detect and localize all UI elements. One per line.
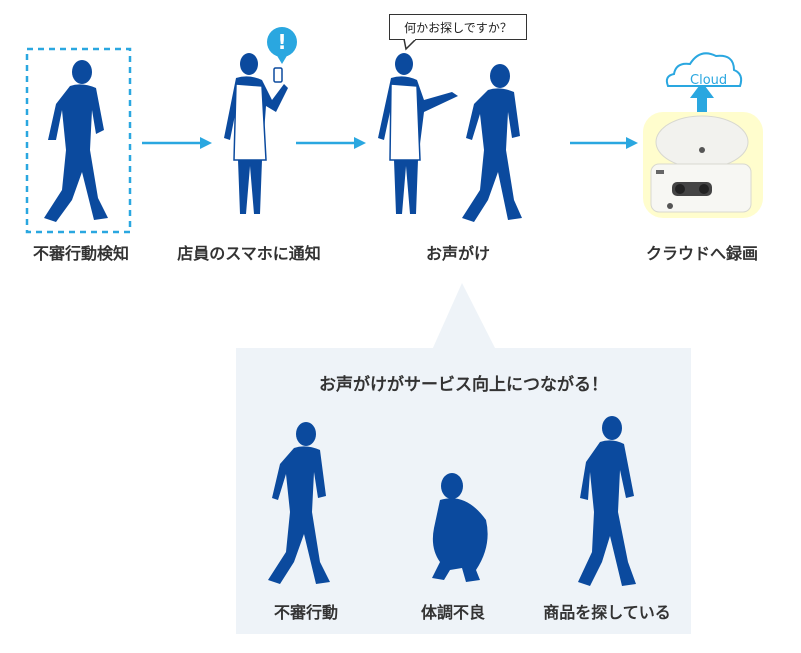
figure-staff-phone <box>224 53 288 215</box>
alert-mark: ! <box>277 30 286 54</box>
alert-icon: ! <box>267 27 297 64</box>
step-label-detect: 不審行動検知 <box>32 244 129 263</box>
panel-item-unwell: 体調不良 <box>420 603 485 622</box>
figure-unwell <box>432 473 488 582</box>
cloud-icon <box>665 52 743 87</box>
panel-item-searching: 商品を探している <box>543 603 671 622</box>
arrow-3 <box>570 137 638 149</box>
speech-bubble: 何かお探しですか？ <box>389 14 527 40</box>
flow-arrows <box>142 137 638 149</box>
arrow-1 <box>142 137 212 149</box>
cloud-label: Cloud <box>690 73 728 88</box>
speech-bubble-tail <box>403 39 418 51</box>
figure-suspicious <box>44 60 108 223</box>
upload-arrow <box>690 82 714 112</box>
step-label-notify: 店員のスマホに通知 <box>177 244 321 263</box>
figure-suspicious-small <box>268 422 330 584</box>
figure-searching <box>578 416 636 586</box>
step-label-record: クラウドへ録画 <box>645 244 758 263</box>
figure-staff-talking <box>378 53 458 215</box>
camera-device <box>643 112 763 218</box>
panel-title: お声がけがサービス向上につながる！ <box>319 375 608 395</box>
step-label-greet: お声がけ <box>425 244 490 263</box>
panel-item-suspicious: 不審行動 <box>273 603 338 622</box>
figure-customer <box>462 64 522 223</box>
arrow-2 <box>296 137 366 149</box>
